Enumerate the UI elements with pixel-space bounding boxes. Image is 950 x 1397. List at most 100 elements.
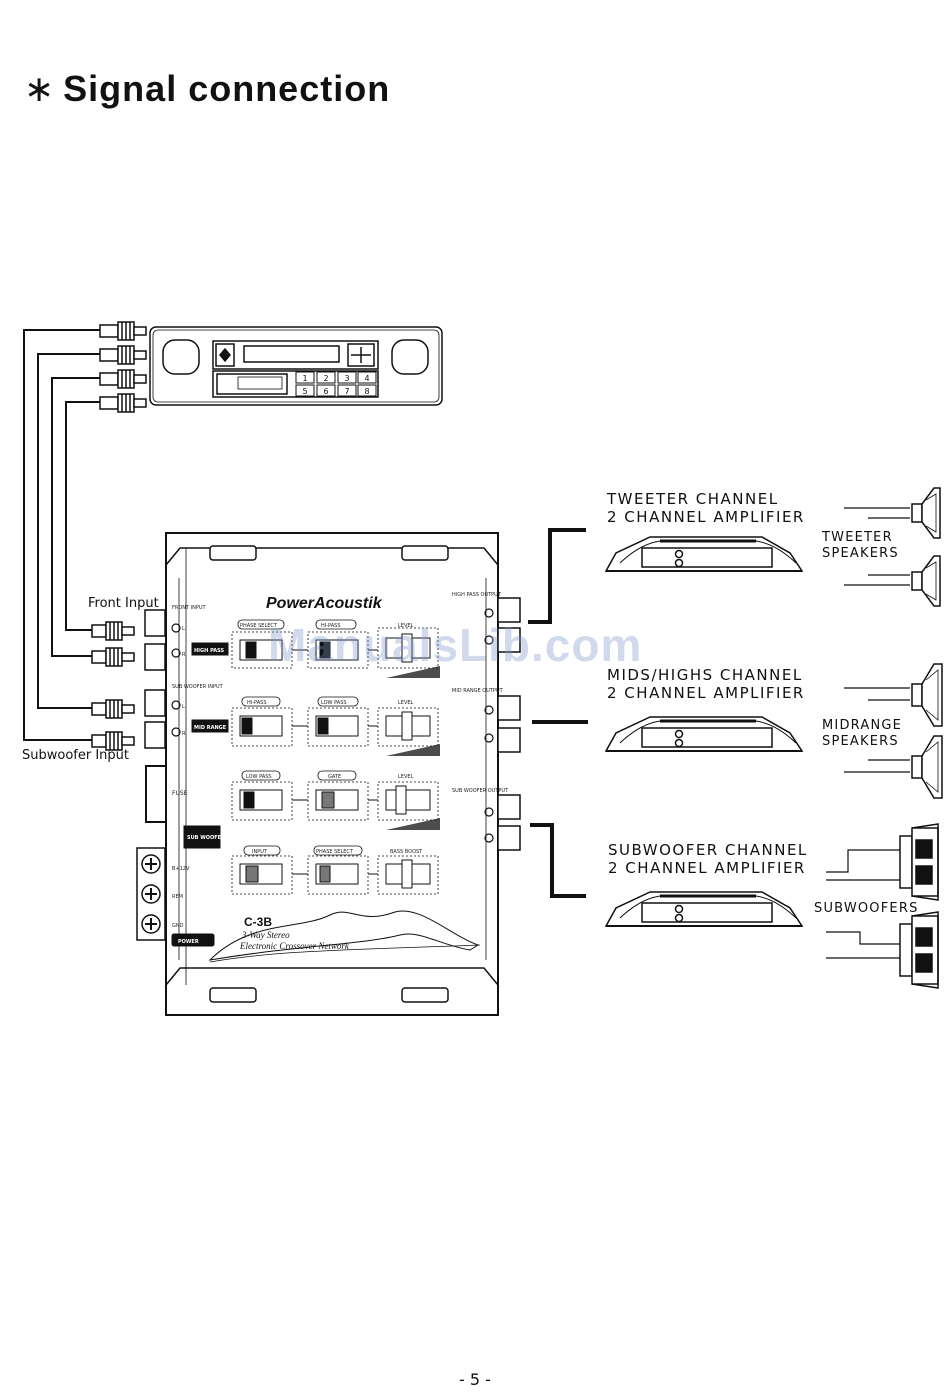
tweeter-speakers-line2: SPEAKERS <box>822 546 899 561</box>
mids-amp-line2: 2 CHANNEL AMPLIFIER <box>607 684 805 702</box>
phase-select-high-label: PHASE SELECT <box>240 623 278 629</box>
mids-highs-amplifier <box>604 716 804 752</box>
crossover-brand: PowerAcoustik <box>266 595 383 612</box>
low-pass-sub-label: LOW PASS <box>246 774 272 780</box>
front-l-label: L <box>182 626 185 632</box>
subwoofers-label: SUBWOOFERS <box>814 901 919 916</box>
hi-pass-high-label: HI-PASS <box>321 623 341 629</box>
front-r-label: R <box>182 652 186 658</box>
page-number: - 5 - <box>459 1370 491 1389</box>
crossover-tagline-2: Electronic Crossover Network <box>239 941 350 951</box>
mount-slot-top-left <box>209 545 257 561</box>
subwoofer-amp-label: SUBWOOFER CHANNEL 2 CHANNEL AMPLIFIER <box>608 841 808 877</box>
phase-select-sub-label: PHASE SELECT <box>316 849 354 855</box>
rca-plugs-crossover <box>91 621 135 751</box>
page-title: ∗Signal connection <box>24 68 390 110</box>
head-unit-knob-left <box>162 339 200 375</box>
subwoofer-2 <box>899 911 939 989</box>
rem-label: REM <box>172 894 183 900</box>
input-wiring <box>23 329 105 741</box>
tweeter-amplifier <box>604 536 804 572</box>
mids-amp-label: MIDS/HIGHS CHANNEL 2 CHANNEL AMPLIFIER <box>607 666 805 702</box>
amplifiers <box>604 536 804 927</box>
tweeter-amp-label: TWEETER CHANNEL 2 CHANNEL AMPLIFIER <box>607 490 805 526</box>
preset-1: 1 <box>302 374 307 383</box>
preset-8: 8 <box>364 387 369 396</box>
subwoofer-amp-line2: 2 CHANNEL AMPLIFIER <box>608 859 806 877</box>
level-sub-label: LEVEL <box>398 774 414 780</box>
sub-woofer-badge <box>183 825 221 849</box>
sub-woofer-section-label: SUB WOOFER <box>187 835 225 841</box>
crossover-model: C-3B <box>244 915 272 929</box>
gnd-label: GND <box>172 923 184 929</box>
head-unit-presets: 1 2 3 4 5 6 7 8 <box>302 374 369 396</box>
fuse-label: FUSE <box>172 790 188 797</box>
head-unit <box>149 326 443 406</box>
mount-slot-bottom-right <box>401 987 449 1003</box>
head-unit-knob-right <box>391 339 429 375</box>
preset-7: 7 <box>344 387 349 396</box>
crossover-controls <box>171 619 481 963</box>
tweeter-amp-line1: TWEETER CHANNEL <box>607 490 779 508</box>
watermark: ManualsLib.com <box>268 619 643 671</box>
wire-sub-right <box>23 329 105 741</box>
level-scales <box>386 666 440 830</box>
power-label: POWER <box>178 939 199 945</box>
tweeter-speakers-line1: TWEETER <box>822 530 893 545</box>
midrange-speakers-line2: SPEAKERS <box>822 734 899 749</box>
preset-5: 5 <box>302 387 307 396</box>
subwoofer-amp-line1: SUBWOOFER CHANNEL <box>608 841 808 859</box>
wire-sub-left <box>37 353 105 709</box>
sub-input-label: SUB WOOFER INPUT <box>172 684 224 690</box>
rca-plugs-head-unit <box>99 321 147 413</box>
crossover-text: PowerAcoustik C-3B 3-Way Stereo Electron… <box>172 592 509 951</box>
sub-l-label: L <box>182 704 185 710</box>
sub-r-label: R <box>182 731 186 737</box>
mid-range-output-label: MID RANGE OUTPUT <box>452 688 504 694</box>
mids-amp-line1: MIDS/HIGHS CHANNEL <box>607 666 803 684</box>
output-wiring <box>528 528 588 898</box>
front-input-label: FRONT INPUT <box>172 605 207 611</box>
mid-range-badge <box>191 719 229 733</box>
front-input-callout: Front Input <box>88 596 159 611</box>
wire-front-left <box>65 401 105 631</box>
mid-range-section-label: MID RANGE <box>194 725 227 731</box>
tweeter-speakers-label: TWEETER SPEAKERS <box>822 530 899 562</box>
preset-3: 3 <box>344 374 349 383</box>
fuse-holder <box>145 765 167 823</box>
power-badge <box>171 933 215 947</box>
wire-tweeter-amp <box>528 528 586 624</box>
mount-slot-top-right <box>401 545 449 561</box>
wire-sub-amp <box>530 823 586 898</box>
high-pass-section-label: HIGH PASS <box>194 648 225 654</box>
preset-6: 6 <box>323 387 328 396</box>
level-high-label: LEVEL <box>398 623 414 629</box>
tweeter-speaker-1 <box>911 487 941 539</box>
midrange-speakers-label: MIDRANGE SPEAKERS <box>822 718 902 750</box>
high-pass-output-label: HIGH PASS OUTPUT <box>452 592 502 598</box>
midrange-speaker-1 <box>911 663 943 727</box>
speaker-wiring <box>826 507 910 959</box>
high-pass-badge <box>191 642 229 656</box>
b12v-label: B+12V <box>172 866 190 872</box>
speakers <box>899 487 943 989</box>
subwoofer-amplifier <box>604 891 804 927</box>
eject-icon <box>219 347 231 363</box>
asterisk-icon: ∗ <box>24 68 56 109</box>
midrange-speakers-line1: MIDRANGE <box>822 718 903 733</box>
mount-slot-bottom-left <box>209 987 257 1003</box>
sub-woofer-output-label: SUB WOOFER OUTPUT <box>452 788 509 794</box>
preset-2: 2 <box>323 374 328 383</box>
level-mid-label: LEVEL <box>398 700 414 706</box>
bass-boost-label: BASS BOOST <box>390 849 423 855</box>
subwoofer-input-callout: Subwoofer Input <box>22 748 129 763</box>
wire-front-right <box>51 377 105 657</box>
crossover-tagline-1: 3-Way Stereo <box>241 930 290 940</box>
tweeter-speaker-2 <box>911 555 941 607</box>
tweeter-amp-line2: 2 CHANNEL AMPLIFIER <box>607 508 805 526</box>
hi-pass-mid-label: HI-PASS <box>247 700 267 706</box>
gate-sub-label: GATE <box>328 774 341 780</box>
preset-4: 4 <box>364 374 369 383</box>
low-pass-mid-label: LOW PASS <box>321 700 347 706</box>
